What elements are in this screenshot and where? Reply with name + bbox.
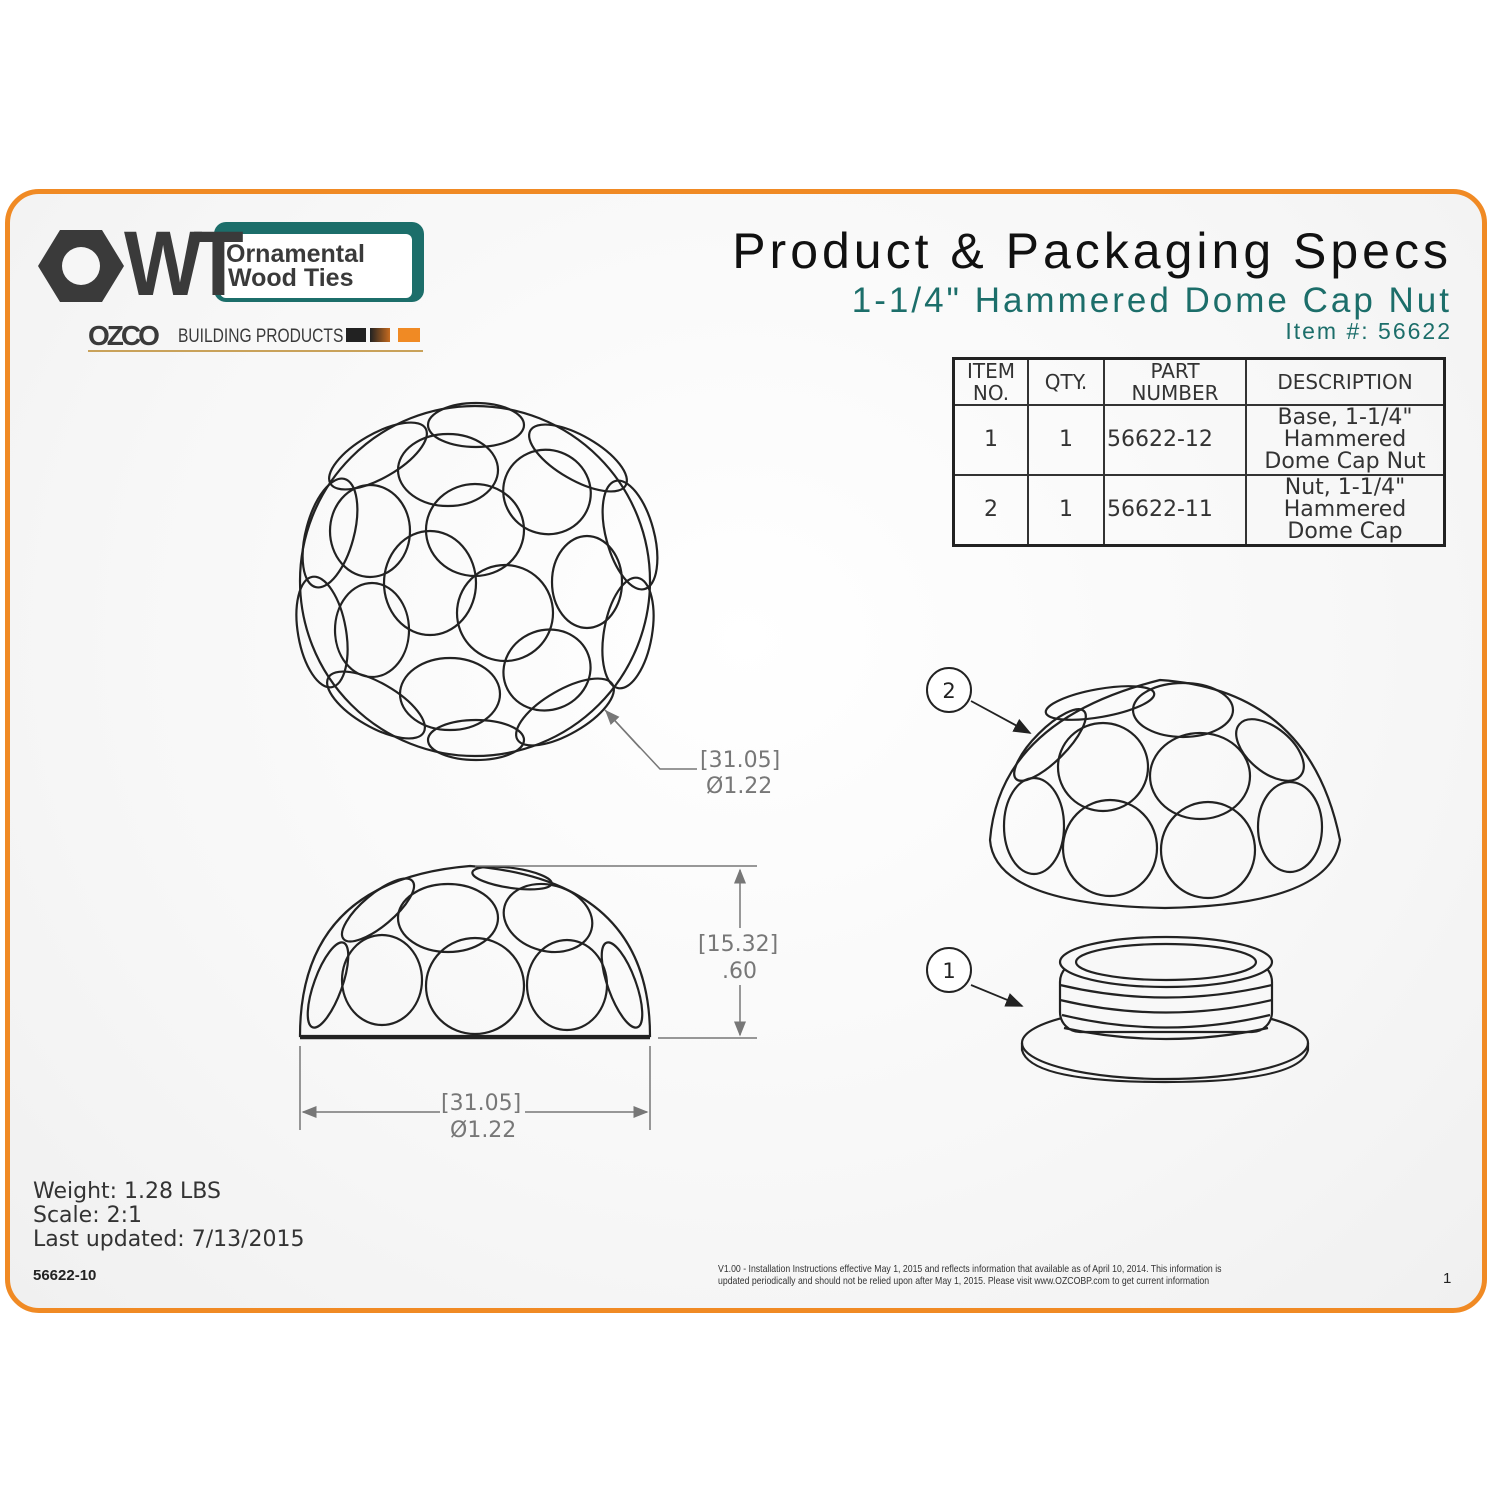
specs-block: Weight: 1.28 LBS Scale: 2:1 Last updated… (33, 1180, 305, 1252)
last-updated-text: Last updated: 7/13/2015 (33, 1227, 305, 1252)
cell-qty: 1 (1027, 474, 1105, 547)
ozco-wordmark: OZCO (88, 320, 160, 351)
document-number: 56622-10 (33, 1267, 97, 1284)
logo-line-2: Wood Ties (228, 264, 354, 292)
hex-nut-logo-icon (38, 222, 424, 302)
product-name: 1-1/4" Hammered Dome Cap Nut (851, 281, 1452, 320)
table-header-row: ITEM NO. QTY. PART NUMBER DESCRIPTION (952, 357, 1446, 406)
ozco-tagline: BUILDING PRODUCTS (178, 326, 344, 347)
header-text: PART (1150, 359, 1200, 383)
header-text: DESCRIPTION (1277, 370, 1413, 394)
col-qty: QTY. (1027, 357, 1105, 406)
logo-color-block-orange (398, 328, 420, 342)
top-view-dim-metric: [31.05] (700, 748, 780, 773)
balloon-2-label: 2 (942, 679, 955, 703)
side-view-width-imperial: Ø1.22 (450, 1118, 516, 1143)
desc-line: Base, 1-1/4" (1277, 405, 1413, 430)
header-text: ITEM (966, 359, 1015, 383)
side-view-height-metric: [15.32] (698, 932, 778, 957)
side-view-dimension-lines (299, 865, 757, 1130)
logo-wordmark: Ornamental Wood Ties (226, 240, 365, 292)
top-view-dim-imperial: Ø1.22 (706, 774, 772, 799)
col-description: DESCRIPTION (1245, 357, 1446, 406)
header-text: NO. (972, 381, 1010, 405)
weight-text: Weight: 1.28 LBS (33, 1179, 221, 1204)
col-part-number: PART NUMBER (1103, 357, 1247, 406)
exploded-base (1020, 935, 1310, 1084)
cell-description: Nut, 1-1/4" Hammered Dome Cap (1245, 474, 1446, 547)
logo-color-block-gradient (370, 328, 390, 342)
header-text: NUMBER (1131, 381, 1219, 405)
logo-line-1: Ornamental (226, 240, 365, 268)
desc-line: Dome Cap (1287, 519, 1403, 544)
balloon-1-label: 1 (942, 959, 955, 983)
disclaimer: V1.00 - Installation Instructions effect… (718, 1263, 1418, 1287)
cell-part-number: 56622-12 (1103, 404, 1247, 476)
table-row: 1 1 56622-12 Base, 1-1/4" Hammered Dome … (952, 404, 1446, 476)
logo-letters-wt: WT (124, 213, 244, 315)
scale-text: Scale: 2:1 (33, 1203, 143, 1228)
balloon-2 (926, 667, 1032, 734)
logo-color-block-black (346, 328, 366, 342)
exploded-dome-nut (988, 678, 1342, 910)
cell-item-no: 1 (952, 404, 1029, 476)
desc-line: Hammered (1283, 497, 1407, 522)
disclaimer-line-1: V1.00 - Installation Instructions effect… (718, 1263, 1222, 1275)
side-view-height-imperial: .60 (722, 959, 757, 984)
cell-part-number: 56622-11 (1103, 474, 1247, 547)
top-view-drawing (295, 401, 659, 762)
bill-of-materials-table: ITEM NO. QTY. PART NUMBER DESCRIPTION 1 … (952, 357, 1446, 547)
col-item-no: ITEM NO. (952, 357, 1029, 406)
desc-line: Nut, 1-1/4" (1284, 475, 1406, 500)
balloon-1 (926, 947, 1024, 1007)
cell-description: Base, 1-1/4" Hammered Dome Cap Nut (1245, 404, 1446, 476)
page-number: 1 (1443, 1270, 1452, 1287)
top-view-leader (604, 709, 697, 770)
disclaimer-line-2: updated periodically and should not be r… (718, 1275, 1210, 1287)
cell-qty: 1 (1027, 404, 1105, 476)
side-view-drawing (298, 864, 652, 1040)
desc-line: Hammered (1283, 427, 1407, 452)
page-title: Product & Packaging Specs (732, 223, 1452, 279)
side-view-width-metric: [31.05] (441, 1091, 521, 1116)
cell-item-no: 2 (952, 474, 1029, 547)
logo-underline (88, 350, 423, 352)
item-number: Item #: 56622 (1285, 318, 1452, 344)
header-text: QTY. (1044, 370, 1088, 394)
owt-logo: WT Ornamental Wood Ties OZCO BUILDING PR… (36, 213, 436, 360)
desc-line: Dome Cap Nut (1264, 449, 1426, 474)
table-row: 2 1 56622-11 Nut, 1-1/4" Hammered Dome C… (952, 474, 1446, 547)
